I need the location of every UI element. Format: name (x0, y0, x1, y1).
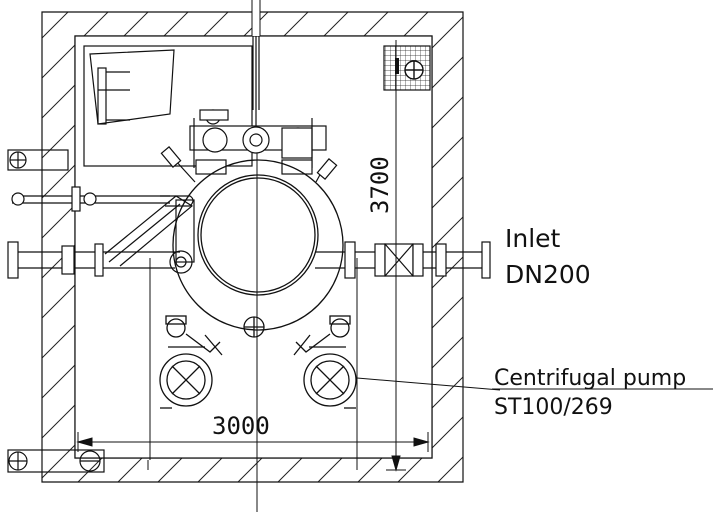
pump-leader-line (356, 377, 501, 391)
inlet-label: Inlet (505, 224, 561, 253)
inlet-pipe (315, 241, 491, 279)
control-cabinet (83, 45, 253, 167)
pump-model-label: ST100/269 (494, 395, 613, 420)
dimension-height (386, 40, 406, 472)
vertical-pipe (252, 36, 260, 140)
bottom-left-pipe (7, 449, 105, 473)
pump-left (159, 315, 223, 409)
dimension-width-label: 3000 (212, 412, 270, 440)
left-pipe-upper (11, 186, 194, 212)
left-main-pipe (7, 241, 180, 279)
top-pipe-opening (252, 0, 260, 36)
dimension-width (76, 432, 430, 452)
drain-sump (383, 45, 431, 91)
dimension-height-label: 3700 (366, 156, 394, 214)
pump-name-label: Centrifugal pump (494, 366, 686, 391)
pump-right (293, 315, 357, 409)
diagonal-pipe (104, 195, 195, 274)
left-pipe-top-bracket (7, 149, 69, 171)
inlet-size-label: DN200 (505, 260, 591, 289)
top-valve-manifold (160, 109, 338, 183)
main-vessel (172, 159, 344, 338)
